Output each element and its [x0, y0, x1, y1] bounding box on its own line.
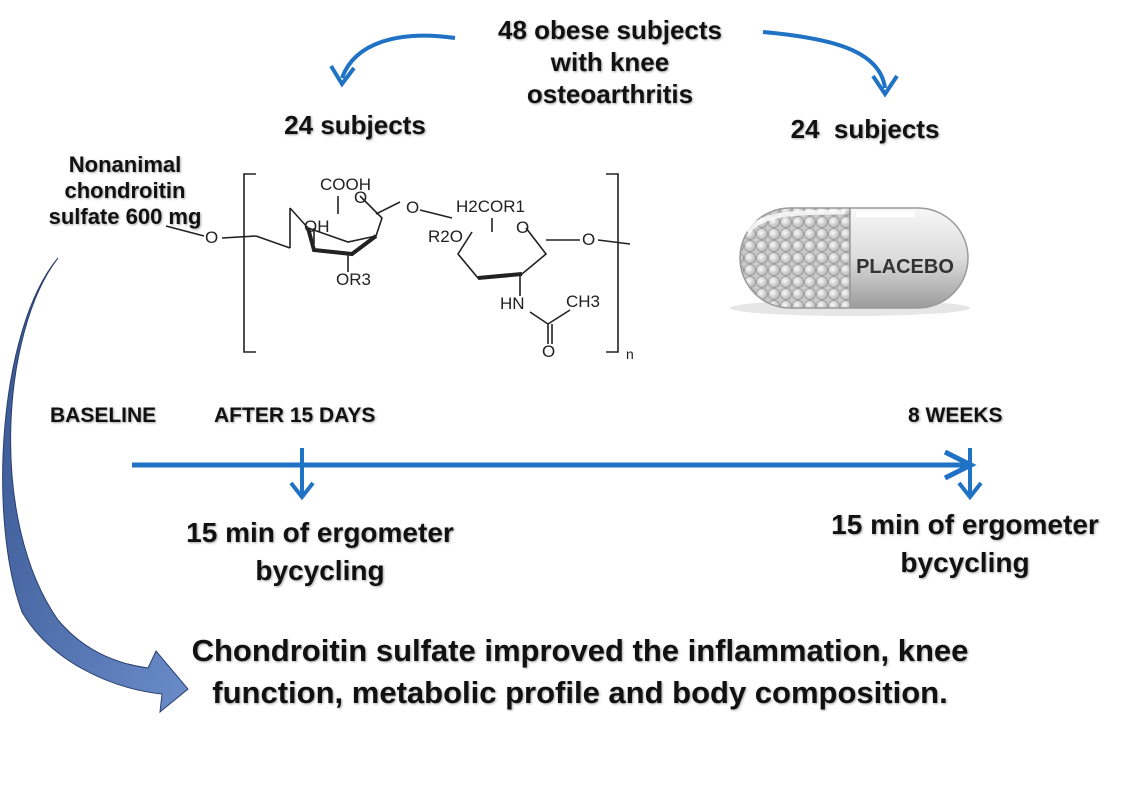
ring-o-2-label: O — [516, 218, 530, 237]
placebo-capsule-icon — [730, 207, 970, 316]
conclusion-text: Chondroitin sulfate improved the inflamm… — [191, 633, 969, 710]
tick-8-weeks-arrowhead — [957, 481, 983, 501]
cooh-label: COOH — [320, 175, 371, 194]
placebo-label: PLACEBO — [856, 256, 954, 278]
timeline-baseline-label: BASELINE — [50, 404, 157, 427]
link-o-left-label: O — [205, 228, 219, 247]
or3-label: OR3 — [336, 270, 371, 289]
split-arrowhead-right — [871, 74, 899, 98]
hn-label: HN — [500, 294, 525, 313]
split-arrow-right — [762, 30, 887, 89]
timeline-8-weeks-label: 8 WEEKS — [908, 404, 1003, 427]
timeline-15-days-label: AFTER 15 DAYS — [214, 404, 376, 427]
tick-15-days-arrowhead — [289, 481, 315, 501]
link-o-right-label: O — [582, 230, 596, 249]
chondroitin-structure — [165, 173, 631, 353]
outcome-curve-arrow — [2, 257, 189, 714]
exercise-right-label: 15 min of ergometer bycycling — [831, 509, 1099, 578]
oh-label: OH — [304, 217, 330, 236]
left-group-label: 24 subjects — [284, 110, 426, 140]
right-group-label: 24 subjects — [790, 114, 940, 144]
exercise-left-label: 15 min of ergometer bycycling — [186, 517, 454, 586]
split-arrowhead-left — [329, 64, 356, 88]
split-arrow-left — [340, 33, 456, 79]
drug-label: Nonanimal chondroitin sulfate 600 mg — [48, 152, 202, 229]
r2o-label: R2O — [428, 227, 463, 246]
ring-o-1-label: O — [354, 188, 368, 207]
h2cor1-label: H2COR1 — [456, 197, 525, 216]
carbonyl-o-label: O — [542, 342, 556, 361]
link-o-mid-label: O — [406, 198, 420, 217]
ch3-label: CH3 — [566, 292, 601, 311]
repeat-n-label: n — [626, 346, 634, 362]
population-title: 48 obese subjects with knee osteoarthrit… — [498, 15, 722, 109]
